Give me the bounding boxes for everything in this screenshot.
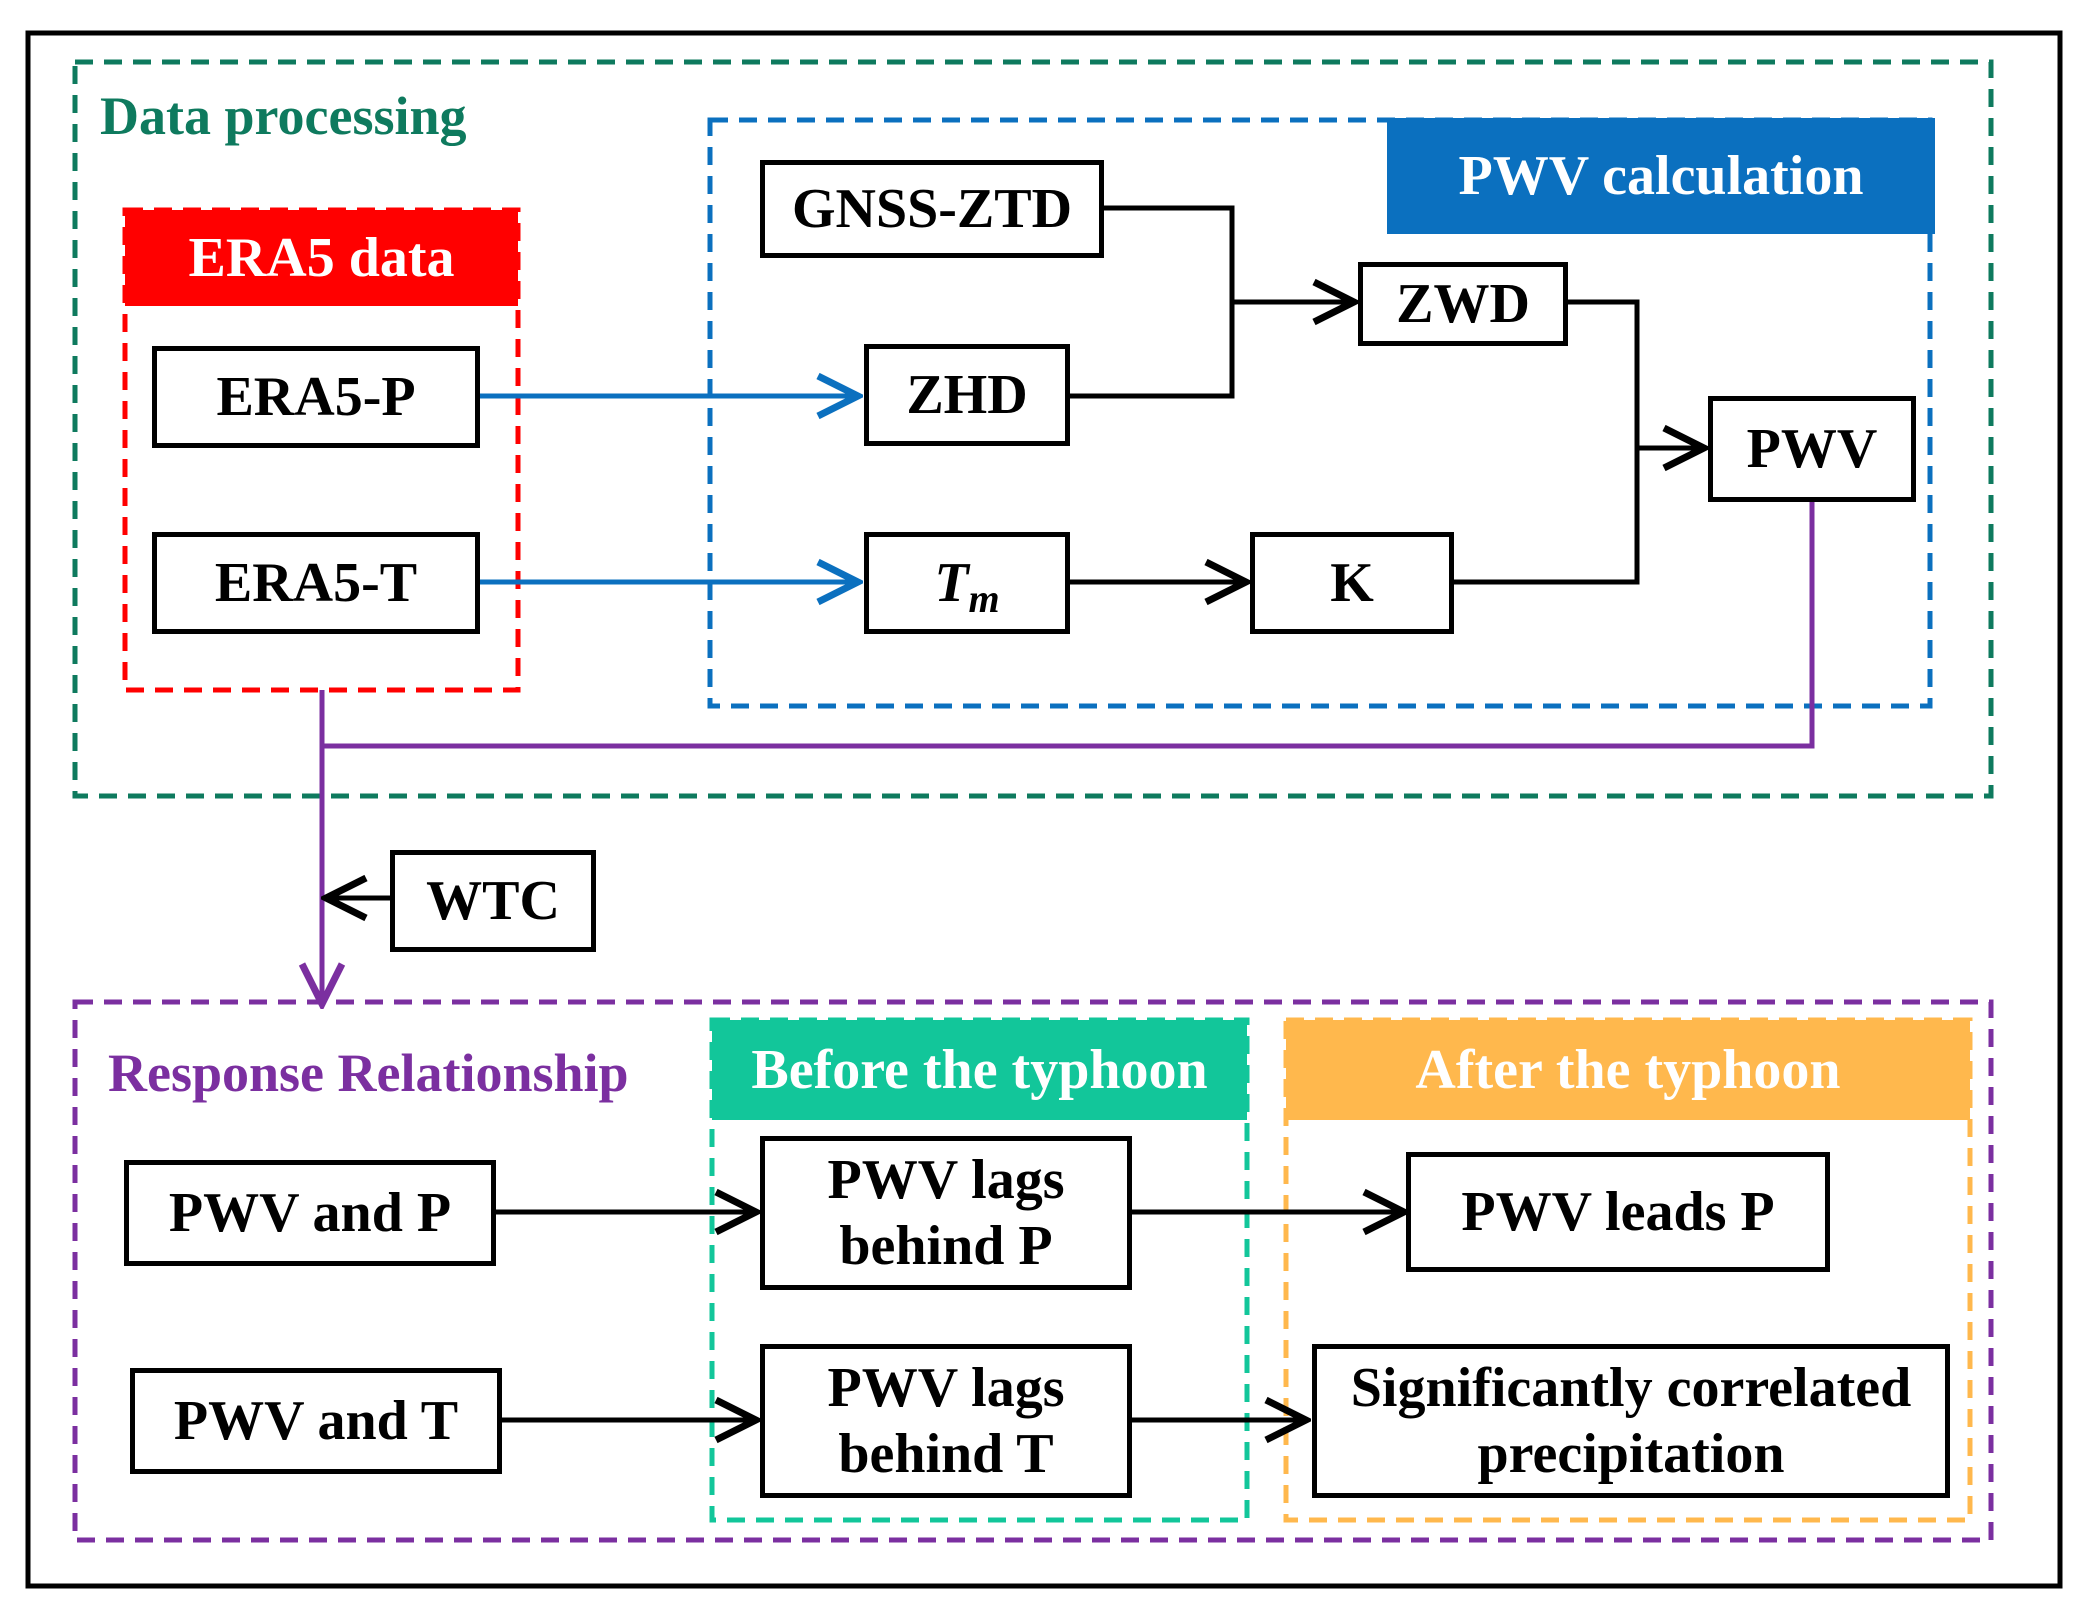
significantly-correlated-node: Significantly correlated precipitation — [1312, 1344, 1950, 1498]
tm-subscript-label: m — [968, 576, 1000, 622]
after-group-border — [1283, 1017, 1973, 1523]
lags-p-line1: PWV lags — [827, 1148, 1065, 1211]
after-typhoon-header: After the typhoon — [1286, 1020, 1970, 1120]
sig-line1: Significantly correlated — [1350, 1356, 1912, 1419]
pwv-lags-behind-t-node: PWV lags behind T — [760, 1344, 1132, 1498]
pwv-lags-behind-p-node: PWV lags behind P — [760, 1136, 1132, 1290]
pwv-calculation-group-border — [707, 117, 1933, 709]
pwv-and-p-node: PWV and P — [124, 1160, 496, 1266]
line-gnssztd-to-zwd — [1101, 205, 1235, 302]
zwd-node: ZWD — [1358, 262, 1568, 346]
era5-data-header: ERA5 data — [125, 210, 518, 306]
outer-frame — [25, 30, 2063, 1589]
before-typhoon-header: Before the typhoon — [712, 1020, 1247, 1120]
lags-t-line2: behind T — [838, 1423, 1054, 1485]
gnss-ztd-node: GNSS-ZTD — [760, 160, 1104, 258]
pwv-node: PWV — [1708, 396, 1916, 502]
pwv-calculation-header: PWV calculation — [1387, 118, 1935, 234]
response-group-border — [72, 999, 1994, 1543]
line-zwd-to-pwv — [1563, 299, 1640, 448]
data-processing-title: Data processing — [100, 86, 467, 146]
pwv-and-t-node: PWV and T — [130, 1368, 502, 1474]
tm-base-label: T — [934, 551, 969, 614]
line-zhd-to-zwd — [1066, 302, 1235, 399]
lags-t-line1: PWV lags — [827, 1356, 1065, 1419]
era5-p-node: ERA5-P — [152, 346, 480, 448]
era5-t-node: ERA5-T — [152, 532, 480, 634]
lags-p-line2: behind P — [839, 1215, 1053, 1277]
k-node: K — [1250, 532, 1454, 634]
response-relationship-title: Response Relationship — [108, 1043, 629, 1103]
zhd-node: ZHD — [864, 344, 1070, 446]
pwv-leads-p-node: PWV leads P — [1406, 1152, 1830, 1272]
wtc-node: WTC — [390, 850, 596, 952]
line-pwv-to-era5 — [322, 500, 1815, 749]
data-processing-group-border — [72, 59, 1994, 799]
sig-line2: precipitation — [1477, 1423, 1785, 1485]
line-k-to-pwv — [1450, 448, 1640, 585]
